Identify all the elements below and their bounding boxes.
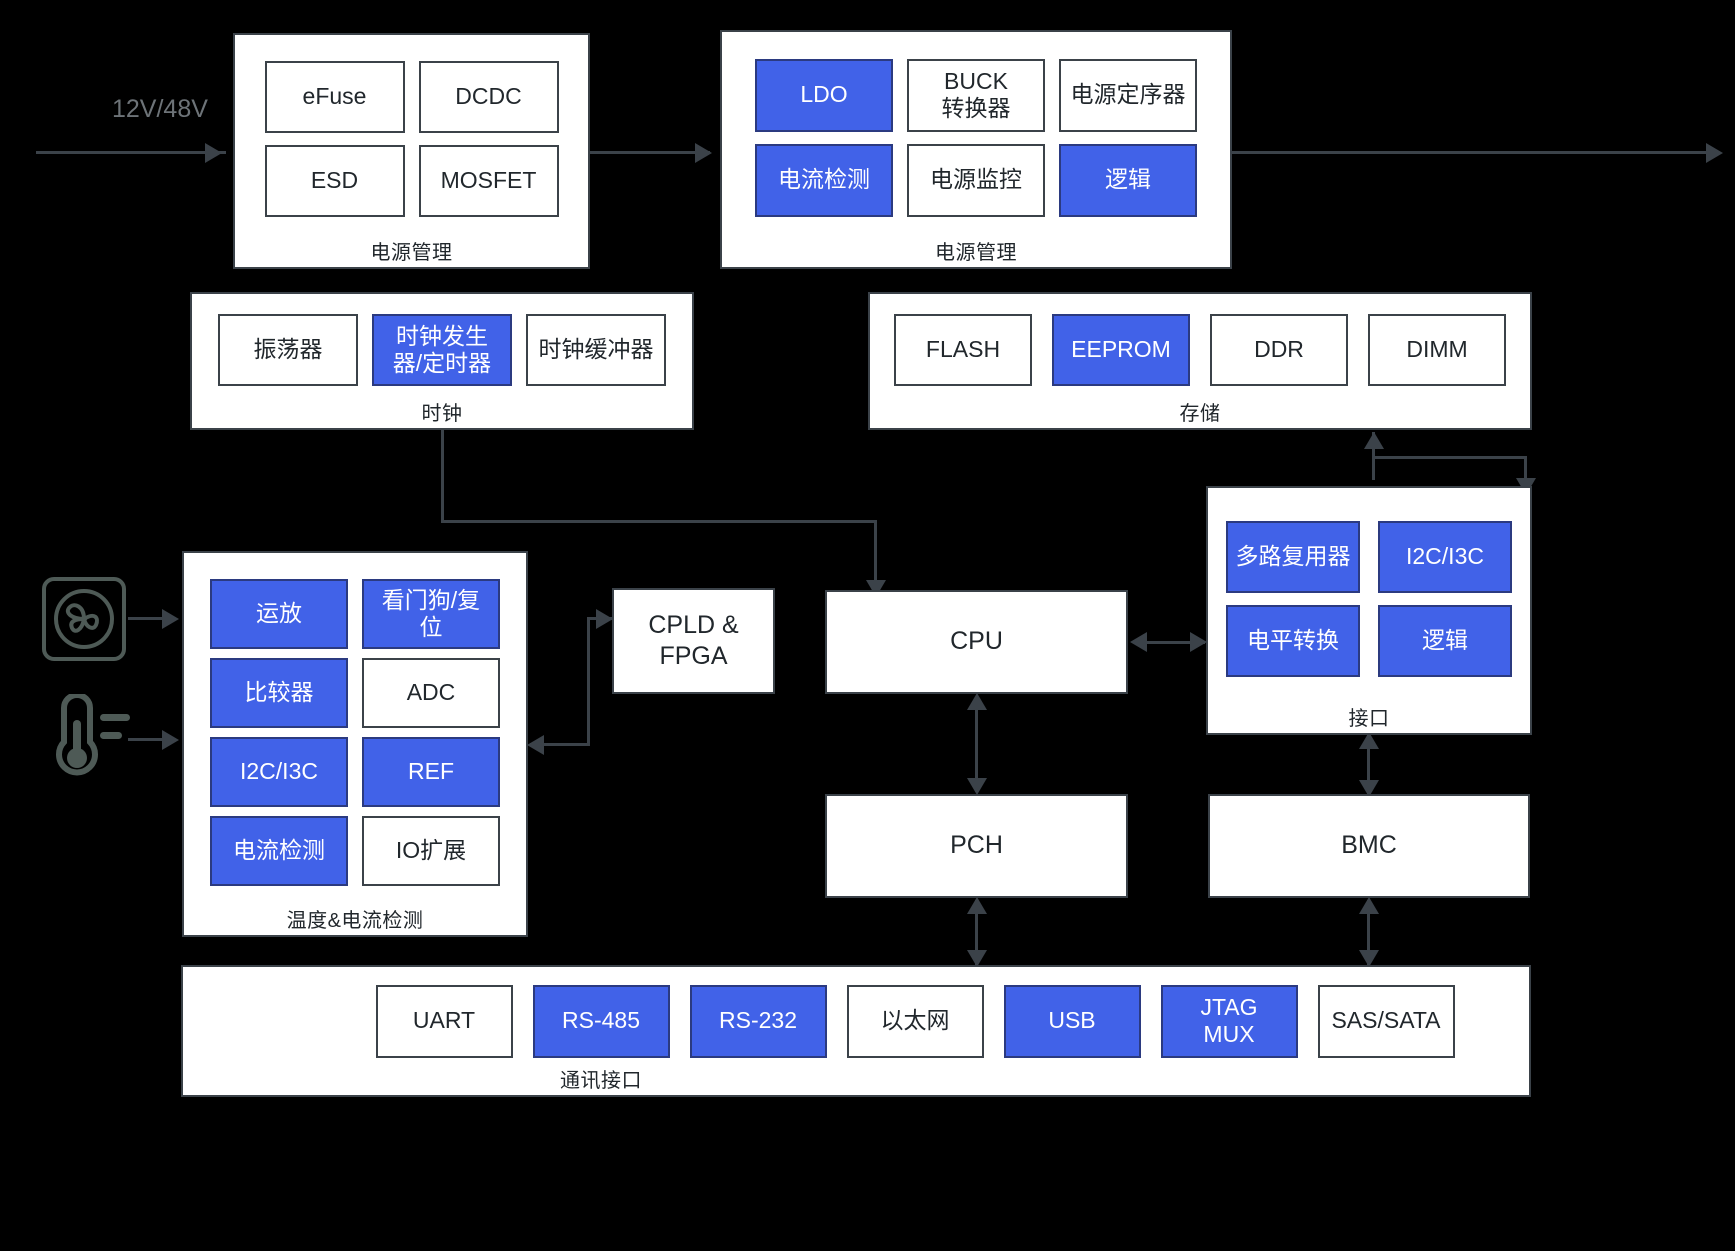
thermometer-icon <box>40 694 132 780</box>
cell-clock-generator-timer[interactable]: 时钟发生 器/定时器 <box>372 314 512 386</box>
connector-clock-right <box>441 520 877 523</box>
fan-icon <box>41 576 127 662</box>
group-label-clock: 时钟 <box>421 403 463 425</box>
block-pch[interactable]: PCH <box>825 794 1128 898</box>
cell-current-sense[interactable]: 电流检测 <box>210 816 348 886</box>
cell-logic-interface[interactable]: 逻辑 <box>1378 604 1512 677</box>
arrow-cpu-to-pch <box>967 778 987 795</box>
cell-oscillator[interactable]: 振荡器 <box>218 314 358 386</box>
cell-eeprom[interactable]: EEPROM <box>1052 314 1190 386</box>
connector-cpu-to-interface <box>1140 641 1205 644</box>
arrow-to-storage <box>1364 432 1384 449</box>
cell-ddr[interactable]: DDR <box>1210 314 1348 386</box>
group-power-management-1: eFuse DCDC ESD MOSFET 电源管理 <box>233 33 590 269</box>
input-voltage-label: 12V/48V <box>112 95 208 123</box>
arrow-to-sensing <box>527 735 544 755</box>
group-power-management-2: LDO BUCK 转换器 电源定序器 电流检测 电源监控 逻辑 电源管理 <box>720 30 1232 269</box>
group-label-storage: 存储 <box>1179 403 1221 425</box>
group-label-communication-interface: 通讯接口 <box>560 1070 642 1092</box>
cell-logic-power[interactable]: 逻辑 <box>1059 143 1197 217</box>
cell-uart[interactable]: UART <box>375 984 513 1058</box>
cell-dcdc[interactable]: DCDC <box>418 61 559 133</box>
cell-ethernet[interactable]: 以太网 <box>846 984 984 1058</box>
cell-ldo[interactable]: LDO <box>755 58 893 132</box>
connector-input-to-power1 <box>36 151 226 154</box>
cell-op-amp[interactable]: 运放 <box>210 579 348 649</box>
connector-power1-to-power2 <box>590 151 710 154</box>
connector-storage-interface-h <box>1372 456 1527 459</box>
group-storage: FLASH EEPROM DDR DIMM 存储 <box>868 292 1532 430</box>
arrow-power2-out <box>1706 143 1723 163</box>
group-clock: 振荡器 时钟发生 器/定时器 时钟缓冲器 时钟 <box>190 292 694 430</box>
cell-flash[interactable]: FLASH <box>894 314 1032 386</box>
cell-sas-sata[interactable]: SAS/SATA <box>1317 984 1455 1058</box>
cell-watchdog-reset[interactable]: 看门狗/复 位 <box>362 579 500 649</box>
cell-rs232[interactable]: RS-232 <box>689 984 827 1058</box>
arrow-pch-to-comm <box>967 950 987 967</box>
arrow-bmc-to-interface <box>1359 732 1379 749</box>
arrow-interface-to-cpu <box>1130 632 1147 652</box>
group-label-power-management-2: 电源管理 <box>935 242 1017 264</box>
cell-io-expander[interactable]: IO扩展 <box>362 816 500 886</box>
connector-bmc-to-comm <box>1367 900 1370 965</box>
connector-clock-down <box>441 428 444 523</box>
connector-power2-to-right <box>1232 151 1712 154</box>
connector-interface-to-bmc <box>1367 735 1370 795</box>
group-label-temp-current-sensing: 温度&电流检测 <box>286 910 424 932</box>
arrow-power1-to-power2 <box>695 143 712 163</box>
cell-current-sense-power[interactable]: 电流检测 <box>755 143 893 217</box>
block-bmc[interactable]: BMC <box>1208 794 1530 898</box>
connector-interface-down <box>1524 456 1527 486</box>
cell-power-sequencer[interactable]: 电源定序器 <box>1059 58 1197 132</box>
arrow-thermometer-to-sensing <box>162 730 179 750</box>
group-temp-current-sensing: 运放 比较器 I2C/I3C 电流检测 看门狗/复 位 ADC REF IO扩展… <box>182 551 528 937</box>
connector-cpu-to-pch <box>975 697 978 792</box>
cell-comparator[interactable]: 比较器 <box>210 658 348 728</box>
cell-mosfet[interactable]: MOSFET <box>418 145 559 217</box>
connector-fan-to-sensing <box>128 617 170 620</box>
connector-pch-to-comm <box>975 900 978 965</box>
block-cpu[interactable]: CPU <box>825 590 1128 694</box>
arrow-comm-to-bmc <box>1359 897 1379 914</box>
connector-thermometer-to-sensing <box>128 738 170 741</box>
cell-efuse[interactable]: eFuse <box>264 61 405 133</box>
cell-jtag-mux[interactable]: JTAG MUX <box>1160 984 1298 1058</box>
cell-power-monitor[interactable]: 电源监控 <box>907 143 1045 217</box>
arrow-interface-to-bmc <box>1359 780 1379 797</box>
group-interface: 多路复用器 I2C/I3C 电平转换 逻辑 接口 <box>1206 486 1532 735</box>
cell-rs485[interactable]: RS-485 <box>532 984 670 1058</box>
arrow-comm-to-pch <box>967 897 987 914</box>
cell-usb[interactable]: USB <box>1003 984 1141 1058</box>
cell-buck-converter[interactable]: BUCK 转换器 <box>907 58 1045 132</box>
cell-esd[interactable]: ESD <box>264 145 405 217</box>
group-label-power-management-1: 电源管理 <box>370 242 453 264</box>
connector-sensing-elbow <box>587 617 590 745</box>
cell-level-shifter[interactable]: 电平转换 <box>1226 604 1360 677</box>
cell-i2c-i3c-sensing[interactable]: I2C/I3C <box>210 737 348 807</box>
cell-multiplexer[interactable]: 多路复用器 <box>1226 520 1360 593</box>
cell-i2c-i3c-interface[interactable]: I2C/I3C <box>1378 520 1512 593</box>
arrow-to-cpld <box>596 609 613 629</box>
group-label-interface: 接口 <box>1348 708 1390 730</box>
cell-dimm[interactable]: DIMM <box>1368 314 1506 386</box>
arrow-fan-to-sensing <box>162 609 179 629</box>
connector-sensing-out <box>530 743 590 746</box>
cell-adc[interactable]: ADC <box>362 658 500 728</box>
cell-clock-buffer[interactable]: 时钟缓冲器 <box>526 314 666 386</box>
connector-clock-to-cpu <box>874 520 877 588</box>
block-cpld-fpga[interactable]: CPLD & FPGA <box>612 588 775 694</box>
arrow-cpu-to-interface <box>1190 632 1207 652</box>
arrow-bmc-to-comm <box>1359 950 1379 967</box>
arrow-pch-to-cpu <box>967 693 987 710</box>
cell-ref[interactable]: REF <box>362 737 500 807</box>
group-communication-interface: UART RS-485 RS-232 以太网 USB JTAG MUX SAS/… <box>181 965 1531 1097</box>
arrow-input-to-power1 <box>205 143 222 163</box>
